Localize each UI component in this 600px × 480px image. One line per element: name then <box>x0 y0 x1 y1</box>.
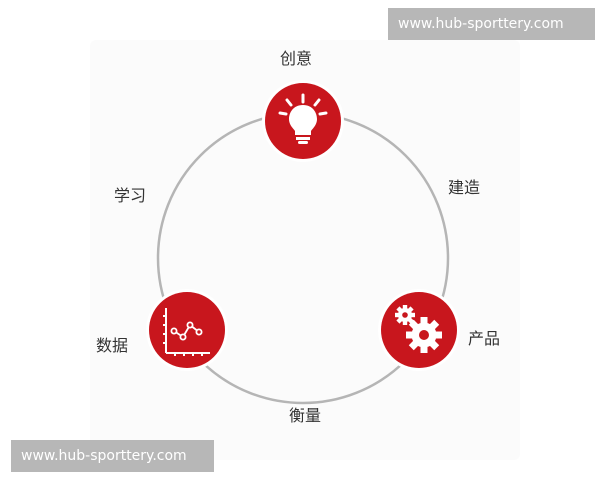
stage-label-build: 建造 <box>448 178 481 197</box>
watermark-top: www.hub-sporttery.com <box>388 8 595 40</box>
stage-label-data: 数据 <box>96 336 129 355</box>
lightbulb-icon <box>278 93 328 144</box>
stage-label-product: 产品 <box>468 329 501 348</box>
watermark-bottom: www.hub-sporttery.com <box>11 440 214 472</box>
line-chart-icon <box>163 308 210 356</box>
stage-label-learn: 学习 <box>114 186 147 205</box>
gears-icon <box>395 305 442 353</box>
stage-label-measure: 衡量 <box>289 406 322 425</box>
stage-label-create: 创意 <box>280 49 313 68</box>
data-node <box>149 292 225 368</box>
idea-node <box>265 83 341 159</box>
product-node <box>381 292 457 368</box>
